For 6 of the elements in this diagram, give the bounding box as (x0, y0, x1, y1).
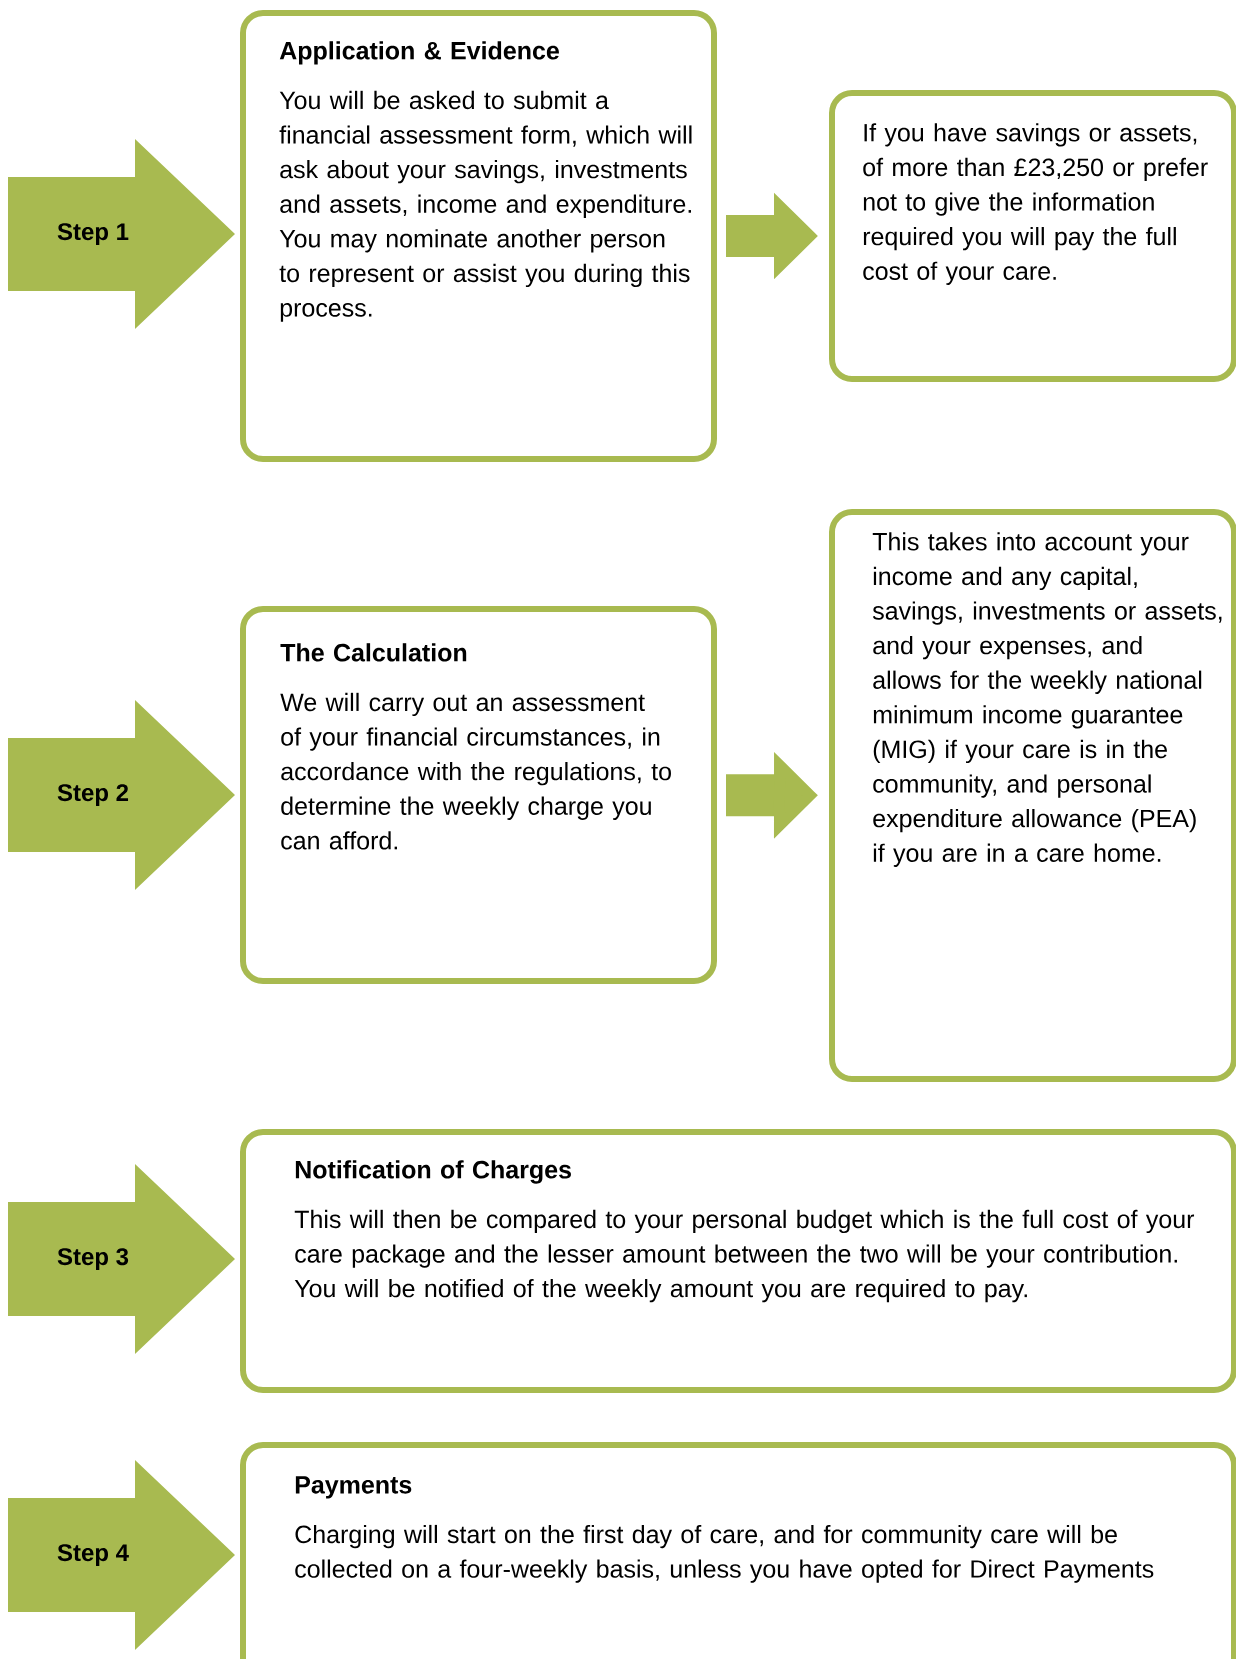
text-box: The Calculation We will carry out an assessment of your financial circumstances, in accordance with the regulations, to determine the weekly charge you can afford. (240, 606, 717, 984)
text-box: Notification of Charges This will then be compared to your personal budget which is the full cost of your care package and the lesser amount between the two will be your contribution. You will be notified of the weekly amount you are required to pay. (240, 1129, 1236, 1393)
text-box: Payments Charging will start on the first day of care, and for community care will be collected on a four-weekly basis, unless you have opted for Direct Payments (240, 1442, 1236, 1659)
text-box: If you have savings or assets, of more than £23,250 or prefer not to give the information required you will pay the full cost of your care. (829, 90, 1236, 382)
text-box: This takes into account your income and any capital, savings, investments or assets, and your expenses, and allows for the weekly national minimum income guarantee (MIG) if your care is in the community, and personal expenditure allowance (PEA) if you are in a care home. (829, 509, 1236, 1082)
text-box: Application & Evidence You will be asked to submit a financial assessment form, which will ask about your savings, investments and assets, income and expenditure. You may nominate another person to represent or assist you during this process. (240, 10, 717, 462)
